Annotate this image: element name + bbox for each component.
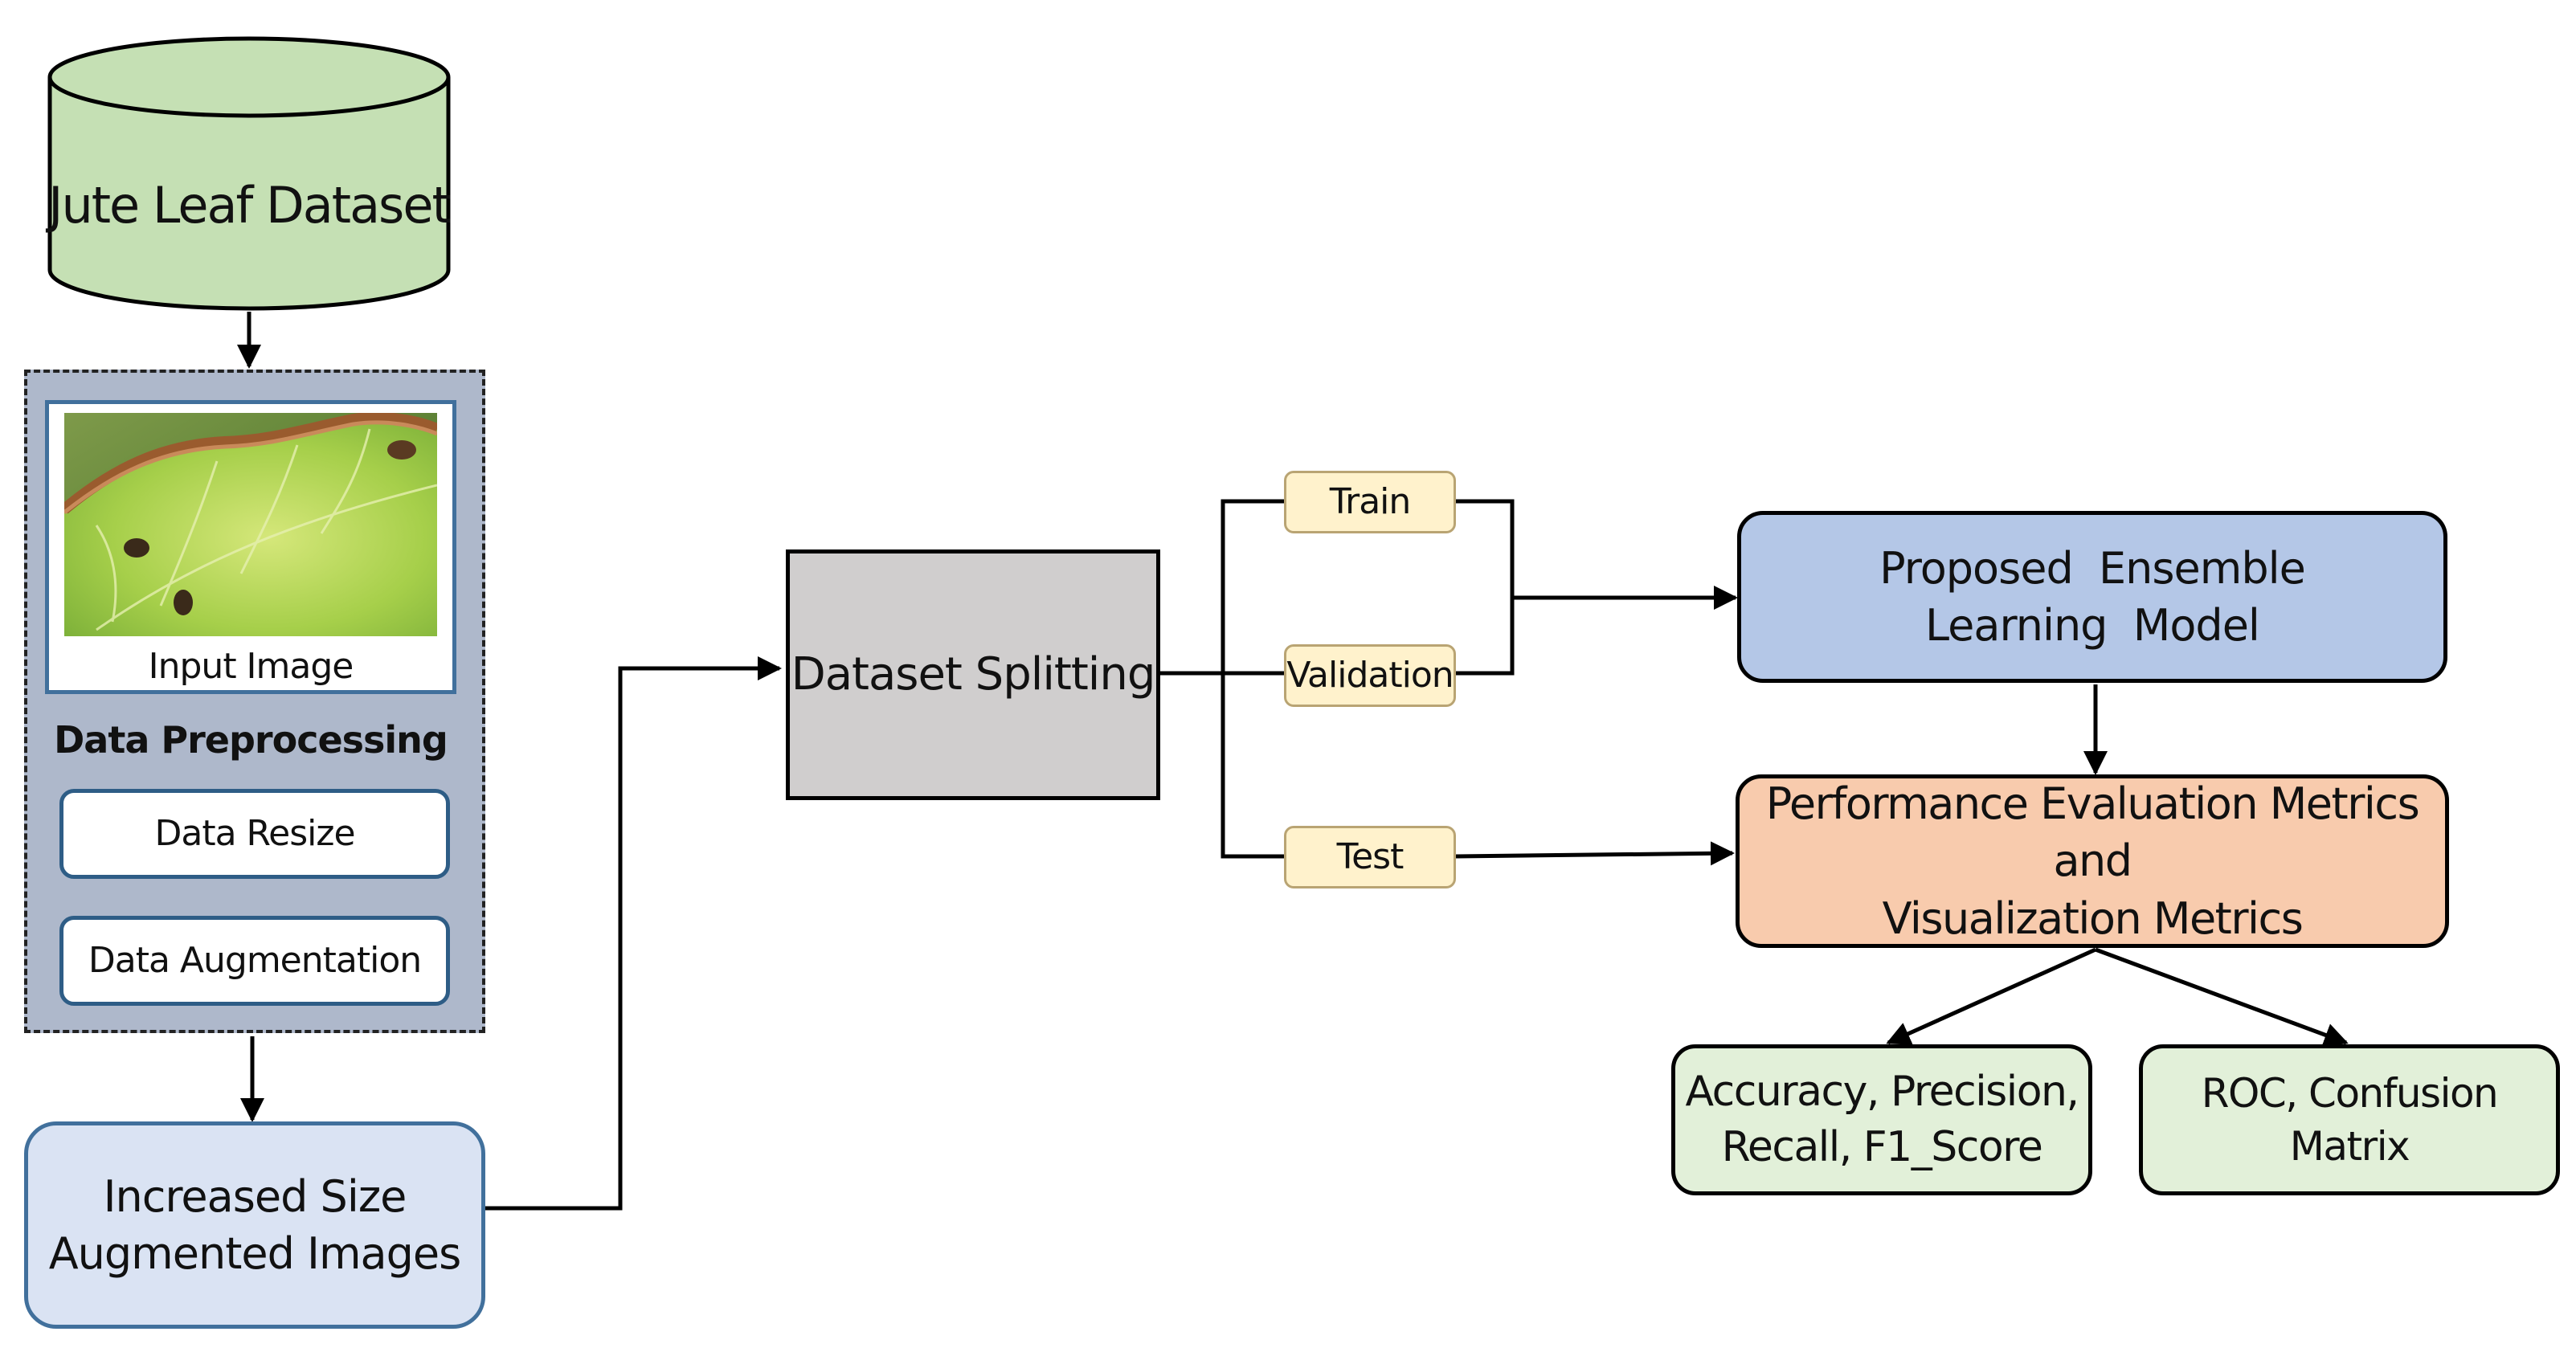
plot-metrics-box: ROC, Confusion Matrix (2139, 1044, 2560, 1195)
arrow-to-score-metrics (1886, 947, 2097, 1045)
arrow-augmented-to-splitting (485, 656, 782, 1211)
augmented-images-box: Increased Size Augmented Images (24, 1121, 485, 1329)
evaluation-line-2: Visualization Metrics (1882, 893, 2304, 944)
split-validation: Validation (1284, 644, 1456, 707)
input-image (64, 413, 437, 636)
arrow-test-to-evaluation (1455, 841, 1735, 866)
step-data-augmentation: Data Augmentation (59, 916, 450, 1006)
jute-leaf-photo-icon (64, 413, 437, 636)
dataset-splitting-box: Dataset Splitting (786, 549, 1160, 800)
arrow-to-plot-metrics (2095, 947, 2349, 1047)
dataset-label: Jute Leaf Dataset (48, 175, 452, 235)
split-test: Test (1284, 826, 1456, 888)
score-metrics-line-1: Accuracy, Precision, (1685, 1068, 2079, 1117)
step-data-resize: Data Resize (59, 789, 450, 879)
evaluation-line-1: Performance Evaluation Metrics and (1765, 778, 2420, 887)
split-train: Train (1284, 471, 1456, 533)
augmented-line-2: Augmented Images (48, 1228, 462, 1279)
score-metrics-box: Accuracy, Precision, Recall, F1_Score (1671, 1044, 2092, 1195)
input-image-label: Input Image (148, 645, 354, 687)
preprocessing-title: Data Preprocessing (54, 718, 448, 762)
dataset-cylinder (47, 36, 451, 311)
line-split-bus (1221, 499, 1284, 859)
model-line-2: Learning Model (1925, 600, 2260, 651)
line-train-validation-merge (1456, 499, 1515, 676)
augmented-line-1: Increased Size (103, 1170, 407, 1222)
model-line-1: Proposed Ensemble (1879, 542, 2306, 594)
ensemble-model-box: Proposed Ensemble Learning Model (1737, 511, 2447, 683)
score-metrics-line-2: Recall, F1_Score (1721, 1123, 2043, 1171)
evaluation-box: Performance Evaluation Metrics and Visua… (1736, 774, 2449, 948)
